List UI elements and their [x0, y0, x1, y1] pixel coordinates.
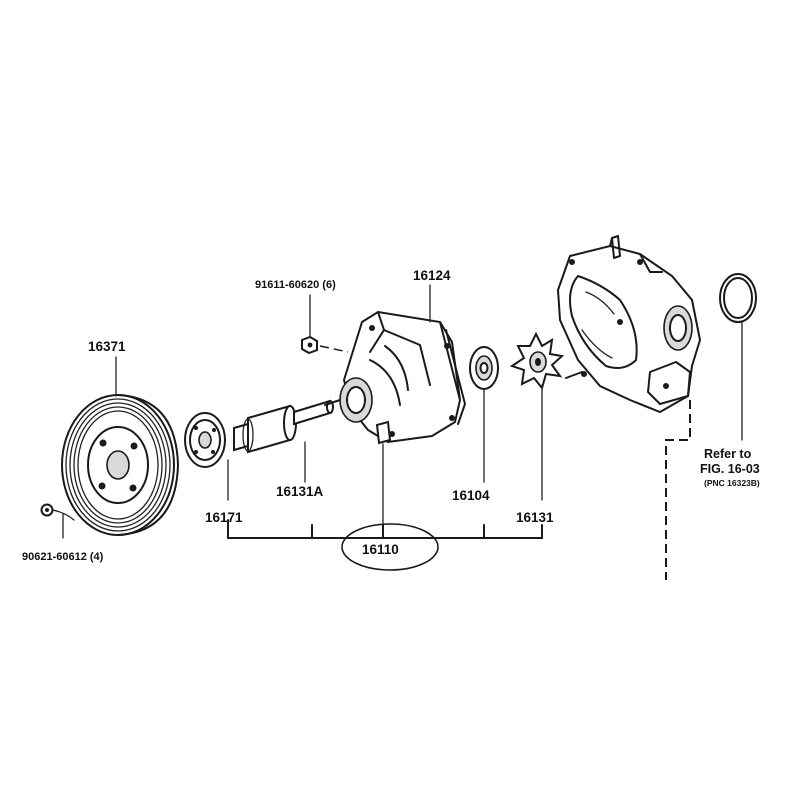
flange[interactable]: [184, 412, 226, 468]
flange-nut[interactable]: [301, 335, 318, 355]
label-assembly: 16110: [362, 542, 399, 557]
label-pump-body: 16124: [413, 268, 451, 283]
pulley-bolt[interactable]: [40, 503, 54, 517]
pulley[interactable]: [61, 394, 179, 536]
reference-line2: FIG. 16-03: [700, 462, 760, 476]
gasket-ring[interactable]: [719, 273, 757, 323]
pump-housing[interactable]: [556, 235, 702, 414]
label-flange-nut: 91611-60620 (6): [255, 279, 336, 291]
seal[interactable]: [469, 346, 499, 390]
assembly-bracket: [227, 441, 543, 539]
reference-line3: (PNC 16323B): [704, 478, 760, 488]
label-impeller: 16131: [516, 510, 554, 525]
label-flange: 16171: [205, 510, 243, 525]
label-shaft-bearing: 16131A: [276, 484, 324, 499]
assembly-callout: [341, 523, 439, 571]
label-pulley: 16371: [88, 339, 126, 354]
reference-line1: Refer to: [704, 447, 752, 461]
impeller[interactable]: [509, 331, 565, 391]
shaft-bearing[interactable]: [233, 399, 334, 454]
pump-body[interactable]: [324, 310, 466, 445]
label-seal: 16104: [452, 488, 490, 503]
reference-leader: [665, 400, 691, 580]
label-pulley-bolt: 90621-60612 (4): [22, 551, 104, 563]
